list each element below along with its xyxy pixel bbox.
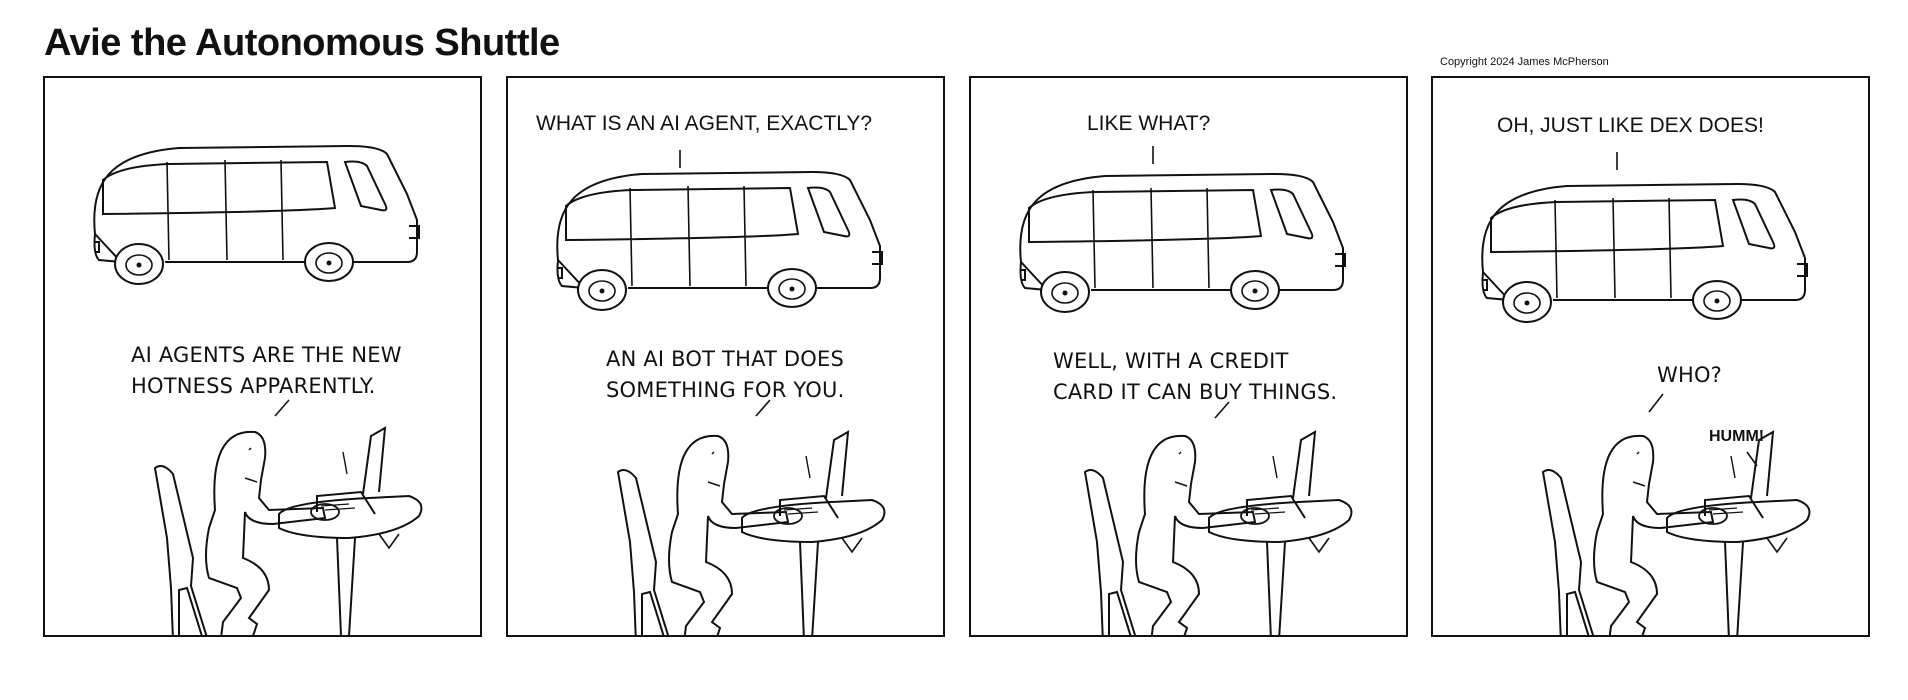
- panel-3-art: [1019, 146, 1353, 635]
- copyright-notice: Copyright 2024 James McPherson: [1440, 56, 1609, 68]
- person-speech: WELL, WITH A CREDIT CARD IT CAN BUY THIN…: [1053, 346, 1337, 408]
- speech-tail-icon: [755, 399, 771, 417]
- shuttle-drawing-icon: [1019, 173, 1346, 313]
- panel-1-art: [93, 145, 423, 635]
- panel-2-art: [556, 150, 886, 635]
- shuttle-drawing-icon: [93, 145, 420, 285]
- shuttle-drawing-icon: [1481, 183, 1808, 323]
- shuttle-speech: OH, JUST LIKE DEX DOES!: [1497, 114, 1764, 137]
- person-line-1: WHO?: [1657, 363, 1723, 387]
- seated-person-at-laptop-icon: [1084, 431, 1353, 635]
- person-speech: WHO?: [1657, 360, 1722, 391]
- shuttle-speech: LIKE WHAT?: [1087, 112, 1211, 135]
- person-speech: AI AGENTS ARE THE NEW HOTNESS APPARENTLY…: [131, 340, 402, 402]
- shuttle-drawing-icon: [556, 171, 883, 311]
- person-line-1: AI AGENTS ARE THE NEW: [131, 343, 402, 367]
- person-line-2: CARD IT CAN BUY THINGS.: [1053, 380, 1338, 404]
- panel-4-art: [1481, 152, 1811, 635]
- person-speech: AN AI BOT THAT DOES SOMETHING FOR YOU.: [606, 344, 844, 406]
- seated-person-at-laptop-icon: [1542, 431, 1811, 635]
- comic-title: Avie the Autonomous Shuttle: [44, 22, 560, 64]
- person-line-2: HOTNESS APPARENTLY.: [131, 374, 376, 398]
- person-line-2: SOMETHING FOR YOU.: [606, 378, 845, 402]
- comic-panel-1: AI AGENTS ARE THE NEW HOTNESS APPARENTLY…: [43, 76, 482, 637]
- comic-panel-3: LIKE WHAT? WELL, WITH A CREDIT CARD IT C…: [969, 76, 1408, 637]
- person-line-1: AN AI BOT THAT DOES: [606, 347, 845, 371]
- person-line-1: WELL, WITH A CREDIT: [1053, 349, 1289, 373]
- seated-person-at-laptop-icon: [154, 427, 423, 635]
- comic-panel-4: OH, JUST LIKE DEX DOES! WHO? HUMM!: [1431, 76, 1870, 637]
- seated-person-at-laptop-icon: [617, 431, 886, 635]
- laptop-sound-effect: HUMM!: [1709, 428, 1765, 445]
- sound-tail-icon: [1746, 451, 1758, 467]
- speech-tail-icon: [274, 399, 290, 417]
- speech-tail-icon: [1648, 393, 1664, 413]
- comic-panel-2: WHAT IS AN AI AGENT, EXACTLY? AN AI BOT …: [506, 76, 945, 637]
- shuttle-speech: WHAT IS AN AI AGENT, EXACTLY?: [536, 112, 873, 135]
- speech-tail-icon: [1214, 401, 1230, 419]
